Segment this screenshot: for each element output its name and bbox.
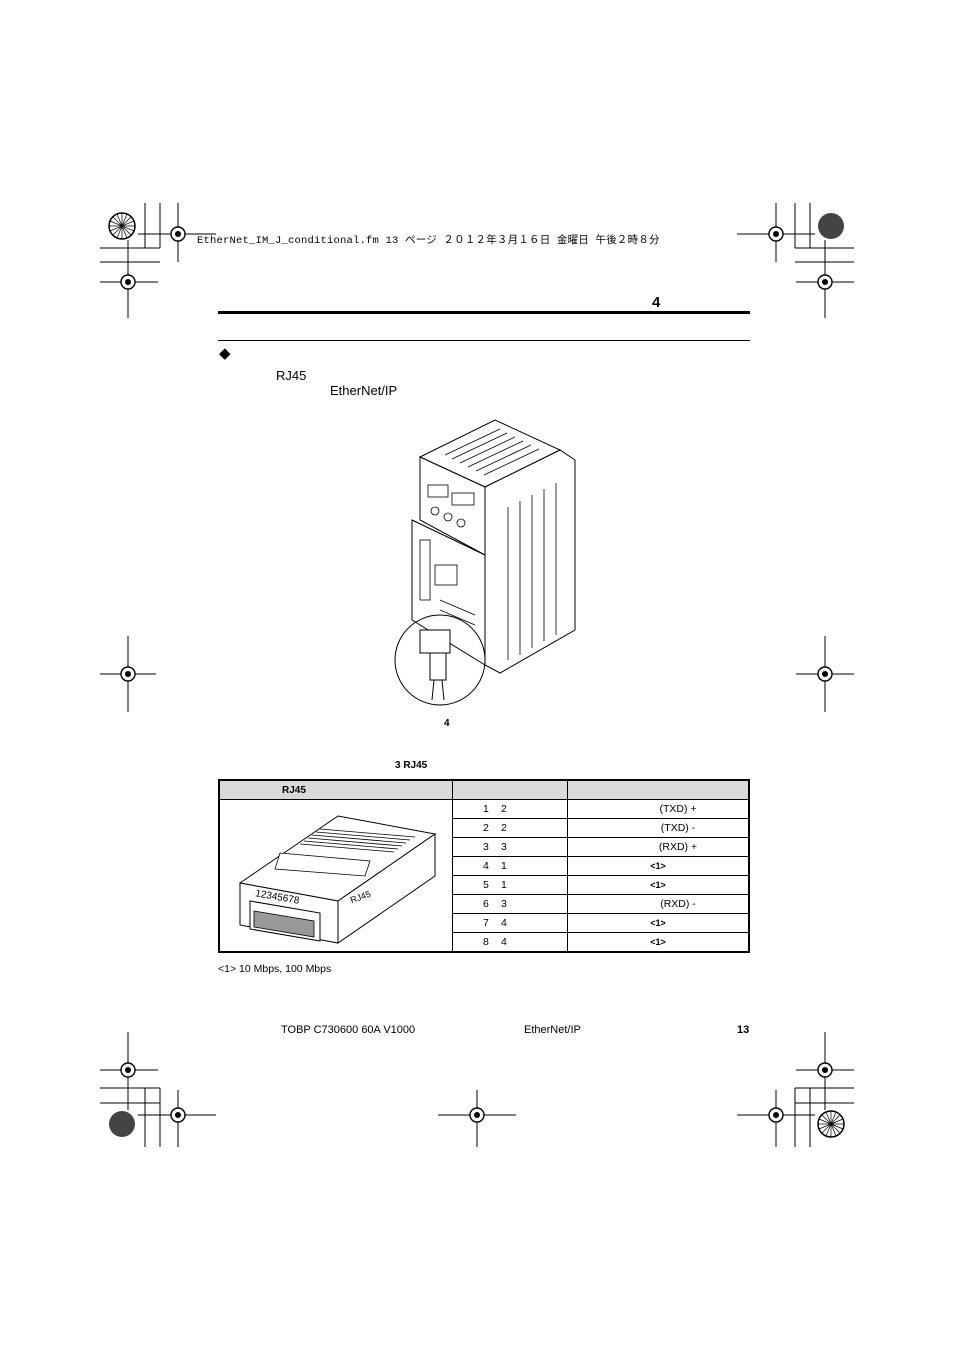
pair-number: 3	[501, 898, 507, 910]
drive-illustration	[394, 419, 576, 706]
footer-doc-number: TOBP C730600 60A V1000	[281, 1024, 416, 1036]
header-signal	[567, 779, 750, 800]
pin-number: 1	[483, 803, 489, 815]
signal-cell: <1>	[567, 875, 750, 895]
signal-cell: (RXD) -	[567, 894, 750, 914]
pin-number: 6	[483, 898, 489, 910]
connector-drawing-cell: 12345678 RJ45	[218, 799, 453, 953]
pair-number: 4	[501, 917, 507, 929]
table-header-row: RJ45	[218, 779, 750, 800]
pin-number: 7	[483, 917, 489, 929]
section-rule	[218, 340, 750, 341]
page-number: 13	[737, 1024, 750, 1036]
footnote: <1> 10 Mbps, 100 Mbps	[218, 963, 332, 975]
signal-cell: <1>	[567, 932, 750, 953]
table-caption: 3 RJ45	[395, 760, 428, 771]
figure-caption: 4	[444, 718, 450, 729]
pin-number: 4	[483, 860, 489, 872]
pin-number: 8	[483, 936, 489, 948]
chapter-number: 4	[652, 294, 661, 311]
header-rule	[218, 311, 750, 314]
header-pin	[452, 779, 568, 800]
pair-number: 1	[501, 860, 507, 872]
body-text-rj45: RJ45	[276, 368, 307, 383]
rj45-connector-icon	[238, 814, 437, 944]
pair-number: 3	[501, 841, 507, 853]
print-slug: EtherNet_IM_J_conditional.fm 13 ページ ２０１２…	[197, 235, 660, 247]
header-connector: RJ45	[218, 779, 453, 800]
signal-cell: (RXD) +	[567, 837, 750, 857]
body-text-ethernetip: EtherNet/IP	[330, 383, 398, 398]
rj45-pin-table: RJ45	[218, 779, 750, 953]
pin-number: 2	[483, 822, 489, 834]
signal-cell: <1>	[567, 856, 750, 876]
signal-cell: (TXD) +	[567, 799, 750, 819]
pair-number: 4	[501, 936, 507, 948]
pin-number: 5	[483, 879, 489, 891]
pin-number: 3	[483, 841, 489, 853]
pair-number: 2	[501, 822, 507, 834]
signal-cell: <1>	[567, 913, 750, 933]
signal-cell: (TXD) -	[567, 818, 750, 838]
pair-number: 2	[501, 803, 507, 815]
footer-title: EtherNet/IP	[524, 1024, 581, 1036]
pair-number: 1	[501, 879, 507, 891]
section-bullet-icon: ◆	[219, 345, 231, 362]
